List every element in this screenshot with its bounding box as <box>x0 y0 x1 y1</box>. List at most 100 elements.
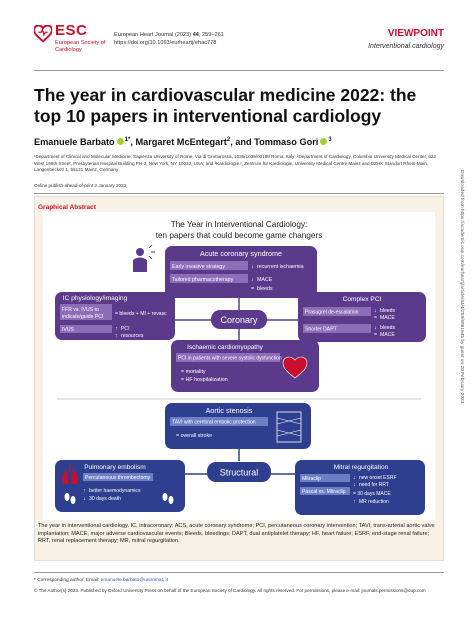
journal-info: European Heart Journal (2023) 44, 259–26… <box>114 31 224 47</box>
pe-haemodynamics: better haemodynamics <box>89 488 141 494</box>
complex-row2-bleeds: bleeds <box>380 325 395 331</box>
physio-ffr-line-2: indicate/guide PCI <box>62 314 103 320</box>
ischaemic-cardiomyopathy-box: Ischaemic cardiomyopathy PCI in patients… <box>171 340 319 392</box>
heart-icon <box>282 356 308 379</box>
article-subject: Interventional cardiology <box>368 43 444 50</box>
mitral-header: Mitral regurgitation <box>334 464 389 471</box>
acs-recurrent-ischaemia: recurrent ischaemia <box>257 264 304 270</box>
complex-row1-bleeds: bleeds <box>380 308 395 314</box>
ischaemic-pci: PCI in patients with severe systolic dys… <box>178 356 282 362</box>
heart-logo-icon <box>34 25 52 43</box>
graphical-abstract-figure: The Year in Interventional Cardiology: t… <box>43 212 435 520</box>
acs-header: Acute coronary syndrome <box>200 249 282 258</box>
physio-header: IC physiology/imaging <box>63 295 128 302</box>
pe-header: Pulmonary embolism <box>84 464 146 471</box>
down-arrow-icon: ↓ <box>374 308 377 314</box>
header-divider <box>34 70 444 71</box>
physio-ffr-result: = bleeds + MI + revasc <box>115 311 167 317</box>
acs-early-invasive: Early invasive strategy <box>172 264 225 270</box>
logo-society-name: European Society of Cardiology <box>55 40 106 53</box>
footer-divider <box>34 572 444 573</box>
acs-tailored-pharmacotherapy: Tailored pharmacotherapy <box>172 277 234 283</box>
journal-pages: , 259–261 <box>198 32 224 38</box>
down-arrow-icon: ↓ <box>353 482 356 488</box>
copyright-notice: © The Author(s) 2023. Published by Oxfor… <box>34 588 426 593</box>
mitral-regurgitation-box: Mitral regurgitation Mitraclip Pascal vs… <box>295 460 425 515</box>
footprints-icon <box>64 493 174 504</box>
pulmonary-embolism-box: Pulmonary embolism Percutaneous thrombec… <box>55 460 185 512</box>
acs-box: Acute coronary syndrome Early invasive s… <box>133 244 317 298</box>
logo-abbreviation: ESC <box>55 22 88 39</box>
author-3-name[interactable]: , and Tommaso Gori <box>230 137 319 148</box>
coronary-label: Coronary <box>220 315 258 325</box>
down-arrow-icon: ↓ <box>374 325 377 331</box>
journal-volume: 44 <box>192 32 199 38</box>
orcid-icon[interactable] <box>116 138 124 146</box>
ga-title-line-1: The Year in Interventional Cardiology: <box>171 220 308 229</box>
down-arrow-icon: ↓ <box>353 475 356 481</box>
graphical-abstract-svg: The Year in Interventional Cardiology: t… <box>55 220 426 515</box>
equals-icon: = <box>374 332 377 338</box>
mitral-pascal: Pascal vs. Mitraclip <box>302 489 346 495</box>
complex-shorter-dapt: Shorter DAPT <box>305 327 337 333</box>
down-arrow-icon: ↓ <box>83 496 86 502</box>
physio-ivus: IVUS <box>62 327 74 333</box>
down-arrow-icon: ↓ <box>251 264 254 270</box>
author-2-name[interactable]: , Margaret McEntegart <box>130 137 227 148</box>
up-arrow-icon: ↑ <box>115 326 118 332</box>
aortic-stenosis-box: Aortic stenosis TAVI with cerebral embol… <box>165 403 311 449</box>
article-title: The year in cardiovascular medicine 2022… <box>34 85 417 126</box>
complex-row1-mace: MACE <box>380 315 395 321</box>
structural-hub: Structural <box>185 449 295 482</box>
structural-label: Structural <box>220 468 259 478</box>
author-email-link[interactable]: emanuele.barbato@uniroma1.it <box>100 578 168 583</box>
graphical-abstract-label: Graphical Abstract <box>38 204 96 211</box>
patient-pain-icon <box>133 244 155 272</box>
author-1-name[interactable]: Emanuele Barbato <box>34 137 115 148</box>
corresponding-prefix: * Corresponding author. Email: <box>34 578 100 583</box>
ischaemic-mortality: = mortality <box>181 369 206 375</box>
ischaemic-header: Ischaemic cardiomyopathy <box>187 344 263 351</box>
physio-ivus-pci: PCI <box>121 326 130 332</box>
esc-logo: ESC European Society of Cardiology <box>34 22 105 62</box>
mitral-mitraclip: Mitraclip <box>302 476 321 482</box>
complex-row2-mace: MACE <box>380 332 395 338</box>
up-arrow-icon: ↑ <box>83 488 86 494</box>
author-2-affiliation: 2 <box>226 137 231 143</box>
corresponding-author: * Corresponding author. Email: emanuele.… <box>34 578 168 583</box>
coronary-hub: Coronary <box>175 298 298 340</box>
acs-mace: MACE <box>257 277 273 283</box>
complex-prasugrel: Prasugrel de-escalation <box>305 310 359 316</box>
up-arrow-icon: ↑ <box>353 499 356 505</box>
ischaemic-hf-hospitalization: = HF hospitalization <box>181 377 228 383</box>
physiology-imaging-box: IC physiology/imaging FFR vs. IVUS to in… <box>55 292 175 340</box>
mitral-need-for-rrt: need for RRT <box>359 482 389 488</box>
equals-icon: = <box>374 315 377 321</box>
down-arrow-icon: ↓ <box>251 277 254 283</box>
acs-bleeds: bleeds <box>257 286 273 292</box>
article-type: VIEWPOINT <box>387 28 444 39</box>
author-3-affiliation: 3 <box>328 137 332 143</box>
aortic-tavi: TAVI with cerebral embolic protection <box>172 420 256 426</box>
orcid-icon[interactable] <box>320 138 328 146</box>
up-arrow-icon: ↑ <box>115 333 118 339</box>
ga-title-line-2: ten papers that could become game change… <box>156 231 323 240</box>
aortic-stroke: = overall stroke <box>176 433 212 439</box>
equals-icon: = <box>251 286 254 292</box>
journal-name: European Heart Journal (2023) <box>114 32 192 38</box>
complex-header: Complex PCI <box>343 296 382 303</box>
online-publish-date: Online publish-ahead-of-print 2 January … <box>34 183 127 188</box>
doi-link[interactable]: https://doi.org/10.1093/eurheartj/ehac77… <box>114 40 217 46</box>
pe-thrombectomy: Percutaneous thrombectomy <box>85 475 151 481</box>
mitral-mr-reduction: MR reduction <box>359 499 389 505</box>
lungs-icon <box>62 464 78 484</box>
physio-ivus-resources: resources <box>121 333 144 339</box>
affiliations: ¹Department of Clinical and Molecular Me… <box>34 154 436 173</box>
physio-ffr-line-1: FFR vs. IVUS to <box>62 307 99 313</box>
mitral-new-onset-esrf: new onset ESRF <box>359 475 397 481</box>
mitral-30-days-mace: = 30 days MACE <box>353 491 391 497</box>
pe-30-days-death: 30 days death <box>89 496 121 502</box>
aortic-header: Aortic stenosis <box>206 406 253 415</box>
affiliation-divider <box>34 193 444 194</box>
